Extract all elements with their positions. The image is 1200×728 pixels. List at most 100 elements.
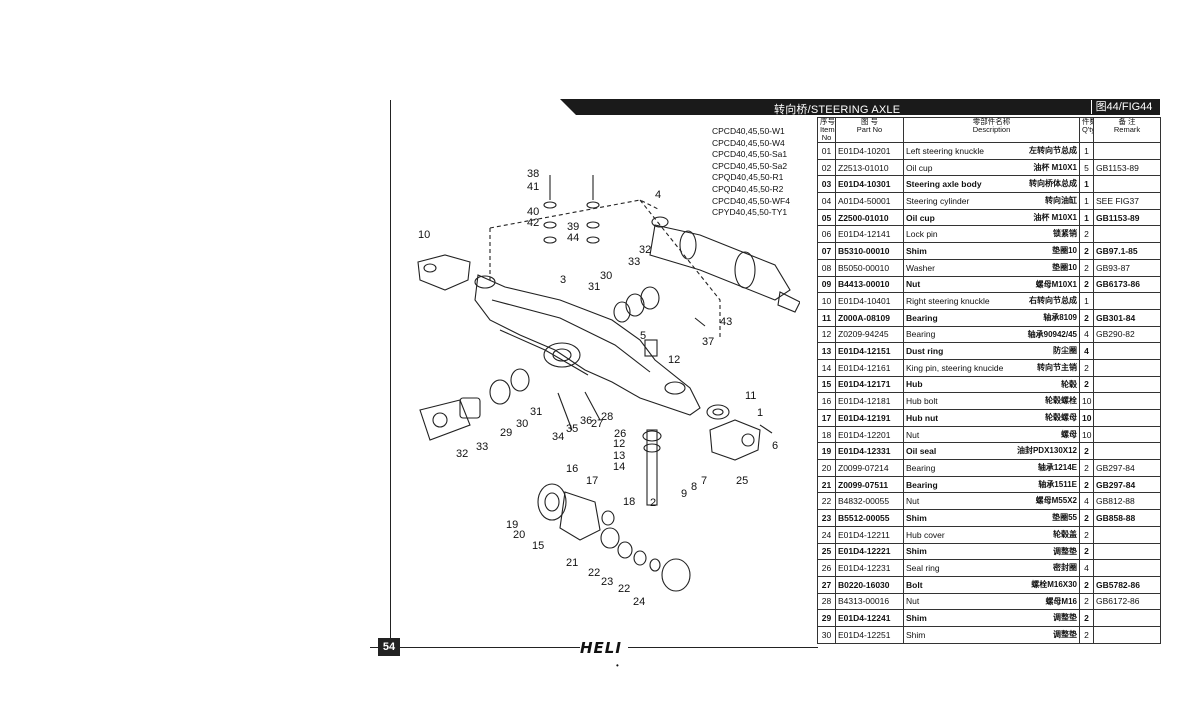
- callout: 40: [527, 206, 539, 218]
- row-part-no: E01D4-12141: [835, 225, 904, 244]
- row-description-en: Bearing: [906, 462, 936, 473]
- callout: 14: [613, 461, 625, 473]
- row-number: 21: [817, 475, 836, 494]
- row-description-cn: 左转向节总成: [1029, 146, 1077, 155]
- row-description-cn: 轴承1214E: [1037, 463, 1077, 473]
- row-description-cn: 轮毂螺母: [1045, 413, 1077, 422]
- row-part-no: A01D4-50001: [835, 192, 904, 210]
- row-part-no: E01D4-12181: [835, 392, 904, 410]
- row-remark: [1093, 525, 1161, 544]
- row-remark: [1093, 442, 1161, 461]
- callout: 22: [588, 567, 600, 579]
- row-description-en: Hub: [906, 379, 923, 390]
- row-description-cn: 轮毂盖: [1053, 529, 1077, 539]
- row-part-no: Z0099-07214: [835, 459, 904, 477]
- callout: 30: [600, 270, 612, 282]
- callout: 33: [476, 441, 488, 453]
- row-description-cn: 油杯 M10X1: [1033, 162, 1077, 172]
- row-number: 13: [817, 342, 836, 360]
- row-part-no: E01D4-12201: [835, 425, 904, 444]
- row-description-en: Nut: [906, 596, 920, 607]
- row-remark: GB5782-86: [1093, 575, 1161, 594]
- row-number: 16: [817, 392, 836, 410]
- callout: 8: [691, 481, 697, 493]
- callout: 27: [591, 418, 603, 430]
- row-qty: 2: [1079, 575, 1094, 594]
- callout: 35: [566, 423, 578, 435]
- row-description-en: Lock pin: [906, 229, 938, 240]
- row-number: 19: [817, 442, 836, 461]
- hub-flange: [537, 483, 567, 521]
- callout: 43: [720, 316, 732, 328]
- callout: 2: [650, 497, 656, 509]
- callout: 19: [506, 519, 518, 531]
- row-description-en: Bearing: [906, 312, 938, 323]
- row-description-cn: 螺栓M16X30: [1031, 579, 1077, 589]
- row-part-no: E01D4-12251: [835, 625, 904, 644]
- callout: 28: [601, 411, 613, 423]
- model-item: CPCD40,45,50-Sa2: [712, 160, 788, 171]
- row-description-en: Seal ring: [906, 563, 940, 574]
- row-remark: GB297-84: [1093, 475, 1161, 494]
- row-qty: 1: [1079, 142, 1094, 160]
- callout: 10: [418, 229, 430, 241]
- row-qty: 1: [1079, 192, 1094, 210]
- row-remark: [1093, 392, 1161, 410]
- row-qty: 2: [1079, 592, 1094, 611]
- row-description-cn: 转向节主销: [1037, 362, 1077, 372]
- row-description-en: Shim: [906, 613, 927, 624]
- row-part-no: E01D4-12161: [835, 358, 904, 377]
- king-pin: [646, 429, 658, 506]
- row-remark: [1093, 175, 1161, 194]
- row-number: 12: [817, 325, 836, 344]
- callout: 21: [566, 557, 578, 569]
- callout: 20: [513, 529, 525, 541]
- row-part-no: E01D4-12231: [835, 559, 904, 577]
- callout: 13: [613, 450, 625, 462]
- row-qty: 4: [1079, 492, 1094, 511]
- row-remark: [1093, 358, 1161, 377]
- row-qty: 2: [1079, 258, 1094, 277]
- hub: [559, 491, 601, 541]
- row-remark: [1093, 142, 1161, 160]
- row-description-en: Left steering knuckle: [906, 145, 984, 156]
- row-remark: GB97.1-85: [1093, 242, 1161, 260]
- row-qty: 2: [1079, 225, 1094, 244]
- row-description: Hub nut 轮毂螺母: [903, 409, 1080, 427]
- callout: 30: [516, 418, 528, 430]
- row-remark: GB6173-86: [1093, 275, 1161, 294]
- callout: 12: [668, 354, 680, 366]
- row-number: 07: [817, 242, 836, 260]
- row-part-no: Z2513-01010: [835, 158, 904, 177]
- row-description-en: Nut: [906, 279, 921, 290]
- row-description-en: Oil seal: [906, 446, 937, 457]
- callout: 11: [745, 390, 756, 402]
- callout: 29: [500, 427, 512, 439]
- callout: 42: [527, 217, 539, 229]
- row-description-cn: 轮毂螺栓: [1045, 396, 1077, 406]
- row-description-en: Hub nut: [906, 412, 939, 423]
- row-description-en: Bolt: [906, 579, 923, 590]
- callout: 37: [702, 336, 714, 348]
- callout: 36: [580, 415, 592, 427]
- row-remark: GB301-84: [1093, 308, 1161, 327]
